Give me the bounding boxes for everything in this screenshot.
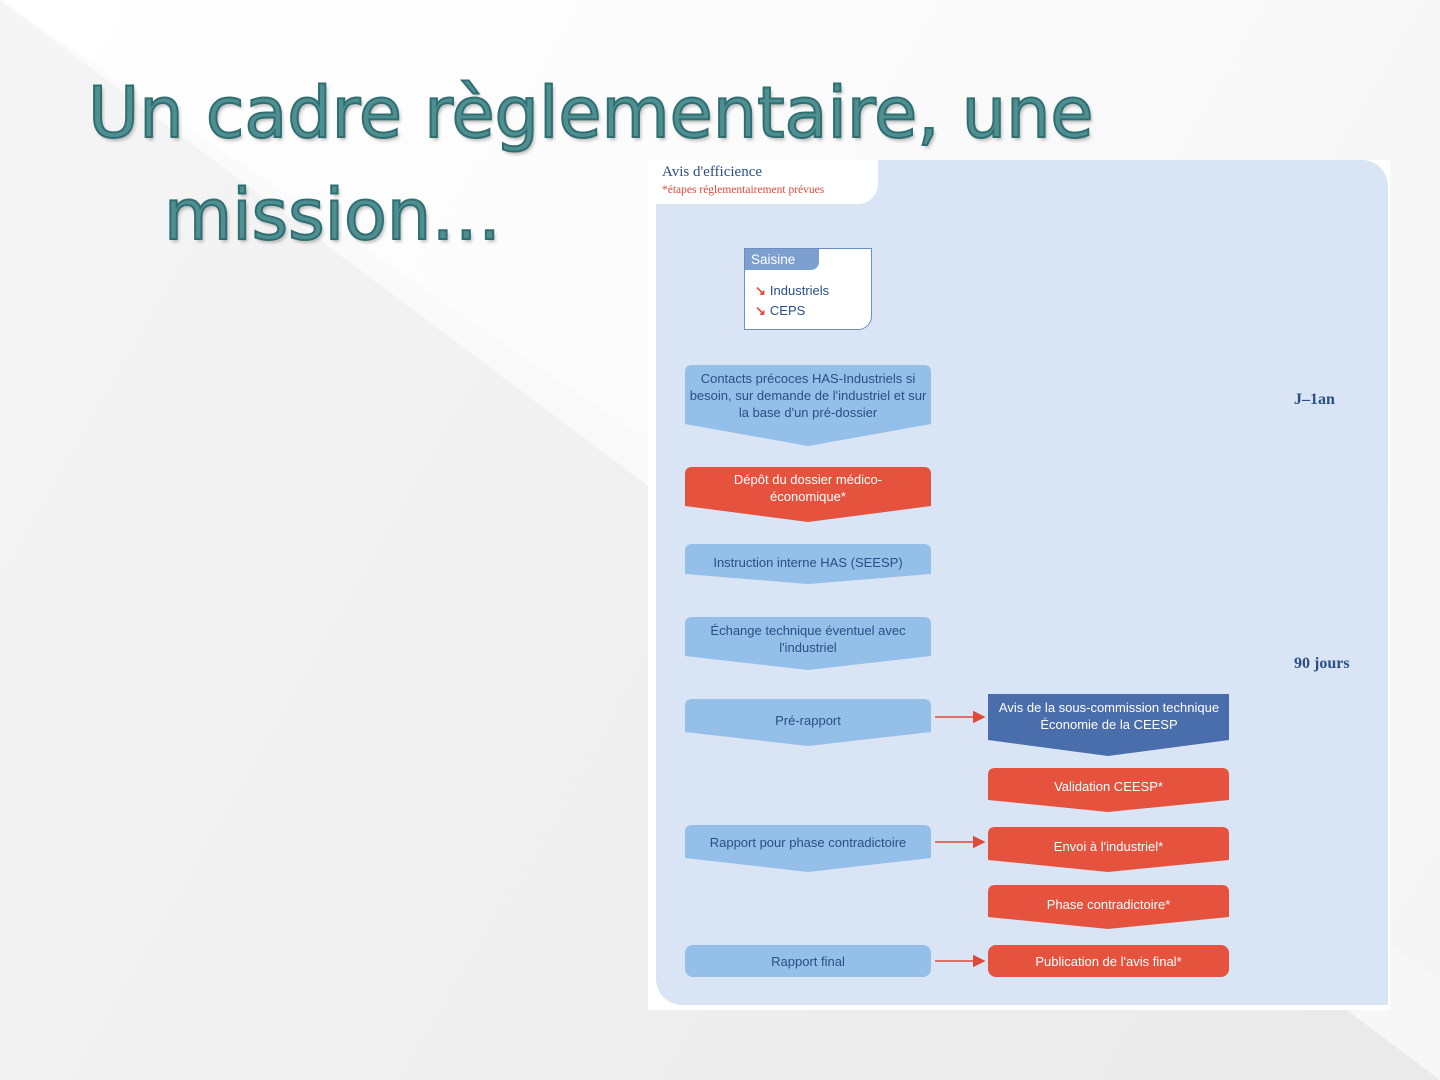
step-contacts-shape	[685, 365, 931, 446]
step-rapport-final-shape	[685, 945, 931, 977]
step-publication: Publication de l'avis final*	[1035, 953, 1182, 969]
slide-title-line2: mission…	[163, 173, 502, 257]
step-envoi-shape	[988, 827, 1229, 872]
step-rapport-contradictoire: Rapport pour phase contradictoire	[709, 834, 907, 850]
diagram-header-title: Avis d'efficience	[662, 164, 763, 180]
step-rapport-final: Rapport final	[771, 953, 845, 969]
arrow-down-right-icon: ↘	[755, 303, 766, 318]
step-pre-rapport: Pré-rapport	[775, 712, 841, 728]
timeline-90-jours: 90 jours	[1294, 655, 1350, 672]
saisine-box: Saisine ↘Industriels ↘CEPS	[744, 248, 872, 330]
step-rapport-contradictoire-shape	[685, 825, 931, 872]
diagram-header-tab	[648, 160, 878, 204]
arrow-down-right-icon: ↘	[755, 283, 766, 298]
timeline-j1an: J–1an	[1294, 391, 1335, 408]
saisine-item-ceps: ↘CEPS	[755, 303, 806, 318]
step-contacts: Contacts précoces HAS-Industriels si bes…	[689, 370, 927, 420]
saisine-label: Saisine	[745, 249, 819, 270]
step-instruction-shape	[685, 544, 931, 584]
step-validation-shape	[988, 768, 1229, 812]
saisine-item-industriels: ↘Industriels	[755, 283, 830, 298]
diagram-header-subtitle: *étapes réglementairement prévues	[662, 184, 825, 196]
step-pre-rapport-shape	[685, 699, 931, 746]
step-phase-shape	[988, 885, 1229, 929]
step-envoi: Envoi à l'industriel*	[1053, 838, 1164, 854]
step-validation: Validation CEESP*	[1054, 778, 1163, 794]
step-publication-shape	[988, 945, 1229, 977]
step-echange-shape	[685, 617, 931, 670]
slide-title: Un cadre règlementaire, une mission…	[87, 62, 1094, 266]
slide-title-line1: Un cadre règlementaire, une	[87, 71, 1094, 155]
step-depot-shape	[685, 467, 931, 522]
step-avis-sous-commission: Avis de la sous-commission technique Éco…	[998, 700, 1220, 732]
step-echange: Échange technique éventuel avec l'indust…	[710, 623, 906, 655]
step-instruction: Instruction interne HAS (SEESP)	[713, 554, 903, 570]
step-phase-contradictoire: Phase contradictoire*	[1046, 896, 1171, 912]
step-depot: Dépôt du dossier médico-économique*	[733, 472, 883, 504]
step-avis-shape	[988, 694, 1229, 756]
